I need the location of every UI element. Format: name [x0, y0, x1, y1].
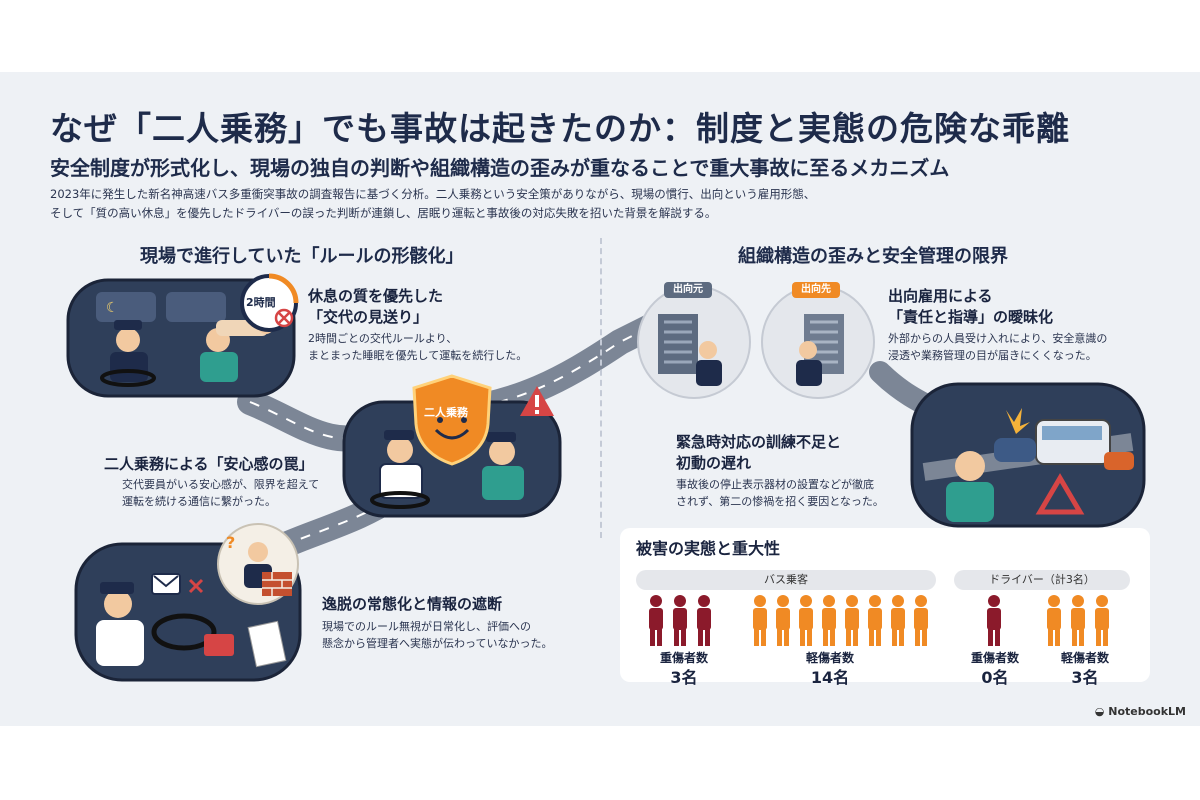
block2-title: 二人乗務による「安心感の罠」 [104, 455, 314, 473]
description: 2023年に発生した新名神高速バス多重衝突事故の調査報告に基づく分析。二人乗務と… [50, 185, 1110, 223]
brand-logo: ◒ NotebookLM [1095, 705, 1186, 718]
block2-text-line-1: 交代要員がいる安心感が、限界を超えて [122, 478, 320, 491]
passengers-minor-label: 軽傷者数 [805, 651, 854, 665]
casualty-figures [649, 595, 1109, 646]
right-block1-text: 外部からの人員受け入れにより、安全意識の 浸透や業務管理の目が届きにくくなった。 [888, 330, 1107, 364]
passengers-serious-label: 重傷者数 [659, 651, 708, 665]
right-block2-text: 事故後の停止表示器材の設置などが徹底 されず、第二の惨禍を招く要因となった。 [676, 476, 884, 510]
block3-title: 逸脱の常態化と情報の遮断 [322, 595, 503, 613]
destination-badge: 出向先 [792, 282, 840, 298]
block3-text-line-1: 現場でのルール無視が日常化し、評価への [322, 620, 531, 633]
shield-label: 二人乗務 [424, 406, 468, 419]
safety-shield-icon [412, 374, 492, 466]
description-line-2: そして「質の高い休息」を優先したドライバーの誤った判断が連鎖し、居眠り運転と事故… [50, 206, 717, 220]
right-block1-title-line-1: 出向雇用による [888, 287, 993, 305]
manager-icon: ? [217, 523, 299, 605]
right-block2-title-line-2: 初動の遅れ [676, 454, 752, 472]
destination-company-icon [761, 285, 875, 399]
drivers-minor-value: 3名 [1071, 668, 1099, 687]
block2-text: 交代要員がいる安心感が、限界を超えて 運転を続ける通信に繋がった。 [122, 476, 319, 510]
block2-text-line-2: 運転を続ける通信に繋がった。 [122, 495, 276, 508]
block1-title-line-1: 休息の質を優先した [308, 287, 444, 305]
passengers-group-label: バス乗客 [636, 570, 936, 590]
origin-badge: 出向元 [664, 282, 712, 298]
block1-text-line-2: まとまった睡眠を優先して運転を続行した。 [308, 349, 528, 362]
crew-cabin-illustration: ☾ [66, 278, 296, 398]
passengers-minor-value: 14名 [810, 668, 850, 687]
infographic: なぜ「二人乗務」でも事故は起きたのか：制度と実態の危険な乖離 安全制度が形式化し… [0, 72, 1200, 726]
right-block1-text-line-2: 浸透や業務管理の目が届きにくくなった。 [888, 349, 1097, 362]
svg-text:?: ? [226, 533, 235, 552]
description-line-1: 2023年に発生した新名神高速バス多重衝突事故の調査報告に基づく分析。二人乗務と… [50, 187, 816, 201]
drivers-minor-label: 軽傷者数 [1060, 651, 1109, 665]
crash-scene-illustration [910, 382, 1146, 528]
block3-text: 現場でのルール無視が日常化し、評価への 懸念から管理者へ実態が伝わっていなかった… [322, 618, 552, 652]
right-block1-title: 出向雇用による 「責任と指導」の曖昧化 [888, 286, 1053, 328]
page-subtitle: 安全制度が形式化し、現場の独自の判断や組織構造の歪みが重なることで重大事故に至る… [50, 156, 950, 180]
brand-icon: ◒ [1094, 705, 1105, 718]
right-block2-title-line-1: 緊急時対応の訓練不足と [676, 433, 842, 451]
damage-heading: 被害の実態と重大性 [636, 539, 781, 558]
right-block1-text-line-1: 外部からの人員受け入れにより、安全意識の [888, 332, 1108, 345]
drivers-group-label: ドライバー（計3名） [954, 570, 1130, 590]
brand-name: NotebookLM [1108, 705, 1186, 718]
drivers-serious-label: 重傷者数 [970, 651, 1019, 665]
right-block2-text-line-2: されず、第二の惨禍を招く要因となった。 [676, 495, 884, 508]
passengers-serious-value: 3名 [670, 668, 698, 687]
svg-text:☾: ☾ [106, 300, 119, 316]
section-divider [600, 238, 602, 538]
block1-title: 休息の質を優先した 「交代の見送り」 [308, 286, 443, 328]
right-section-heading: 組織構造の歪みと安全管理の限界 [738, 246, 1008, 267]
origin-company-icon [637, 285, 751, 399]
right-block2-title: 緊急時対応の訓練不足と 初動の遅れ [676, 432, 841, 474]
clock-icon [240, 273, 299, 332]
block1-title-line-2: 「交代の見送り」 [308, 308, 429, 326]
page-title: なぜ「二人乗務」でも事故は起きたのか：制度と実態の危険な乖離 [50, 109, 1070, 148]
clock-label: 2時間 [246, 296, 276, 309]
drivers-serious-value: 0名 [981, 668, 1009, 687]
warning-icon [520, 386, 554, 416]
block3-text-line-2: 懸念から管理者へ実態が伝わっていなかった。 [322, 637, 553, 650]
right-block1-title-line-2: 「責任と指導」の曖昧化 [888, 308, 1054, 326]
block1-text: 2時間ごとの交代ルールより、 まとまった睡眠を優先して運転を続行した。 [308, 330, 527, 364]
block1-text-line-1: 2時間ごとの交代ルールより、 [308, 332, 458, 345]
left-section-heading: 現場で進行していた「ルールの形骸化」 [140, 246, 464, 267]
right-block2-text-line-1: 事故後の停止表示器材の設置などが徹底 [676, 478, 874, 491]
